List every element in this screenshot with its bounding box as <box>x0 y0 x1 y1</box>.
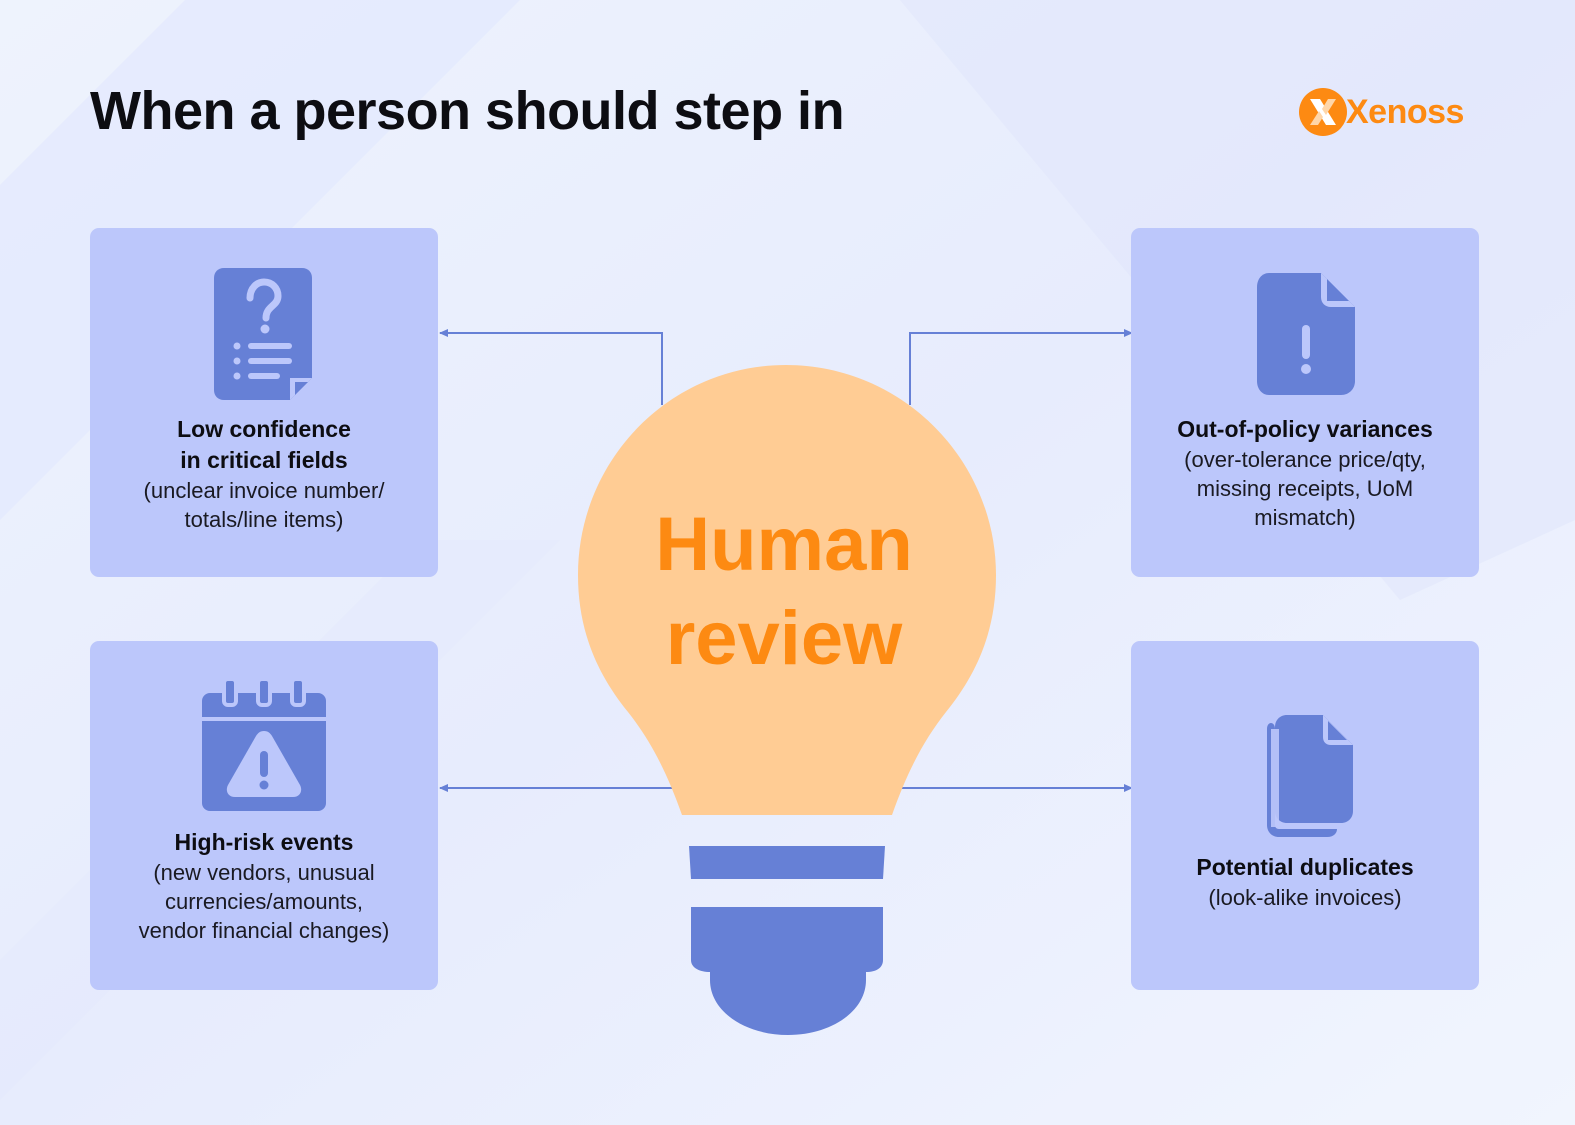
center-label: Human review <box>575 498 993 686</box>
center-label-line1: Human <box>655 502 913 587</box>
card-out-of-policy: Out-of-policy variances (over-tolerance … <box>1131 228 1479 577</box>
card-title-line: High-risk events <box>174 829 354 855</box>
card-text: Low confidence in critical fields (uncle… <box>90 414 438 534</box>
brand-logo: Xenoss <box>1298 86 1464 138</box>
card-desc-line: (new vendors, unusual <box>153 860 375 885</box>
card-low-confidence: Low confidence in critical fields (uncle… <box>90 228 438 577</box>
card-desc-line: missing receipts, UoM <box>1196 476 1414 501</box>
card-potential-duplicates: Potential duplicates (look-alike invoice… <box>1131 641 1479 990</box>
card-title-line: Potential duplicates <box>1196 854 1414 880</box>
card-desc-line: totals/line items) <box>184 507 344 532</box>
card-title-line: in critical fields <box>180 447 348 473</box>
card-title-line: Out-of-policy variances <box>1177 416 1433 442</box>
logo-text: Xenoss <box>1346 92 1464 131</box>
card-desc-line: (over-tolerance price/qty, <box>1184 447 1426 472</box>
card-desc-line: mismatch) <box>1254 505 1356 530</box>
xenoss-logo-mark-icon <box>1299 88 1347 136</box>
calendar-warning-icon <box>202 679 326 811</box>
card-text: High-risk events (new vendors, unusual c… <box>90 827 438 945</box>
card-desc-line: (unclear invoice number/ <box>143 478 385 503</box>
card-desc-line: (look-alike invoices) <box>1208 885 1402 910</box>
document-alert-icon <box>1257 273 1355 395</box>
document-question-icon <box>214 268 312 400</box>
card-desc-line: currencies/amounts, <box>164 889 364 914</box>
card-text: Out-of-policy variances (over-tolerance … <box>1131 414 1479 532</box>
center-label-line2: review <box>665 596 903 681</box>
duplicate-documents-icon <box>1267 715 1353 837</box>
card-text: Potential duplicates (look-alike invoice… <box>1131 852 1479 912</box>
card-title-line: Low confidence <box>177 416 351 442</box>
card-high-risk-events: High-risk events (new vendors, unusual c… <box>90 641 438 990</box>
card-desc-line: vendor financial changes) <box>138 918 390 943</box>
page-title: When a person should step in <box>90 81 845 141</box>
